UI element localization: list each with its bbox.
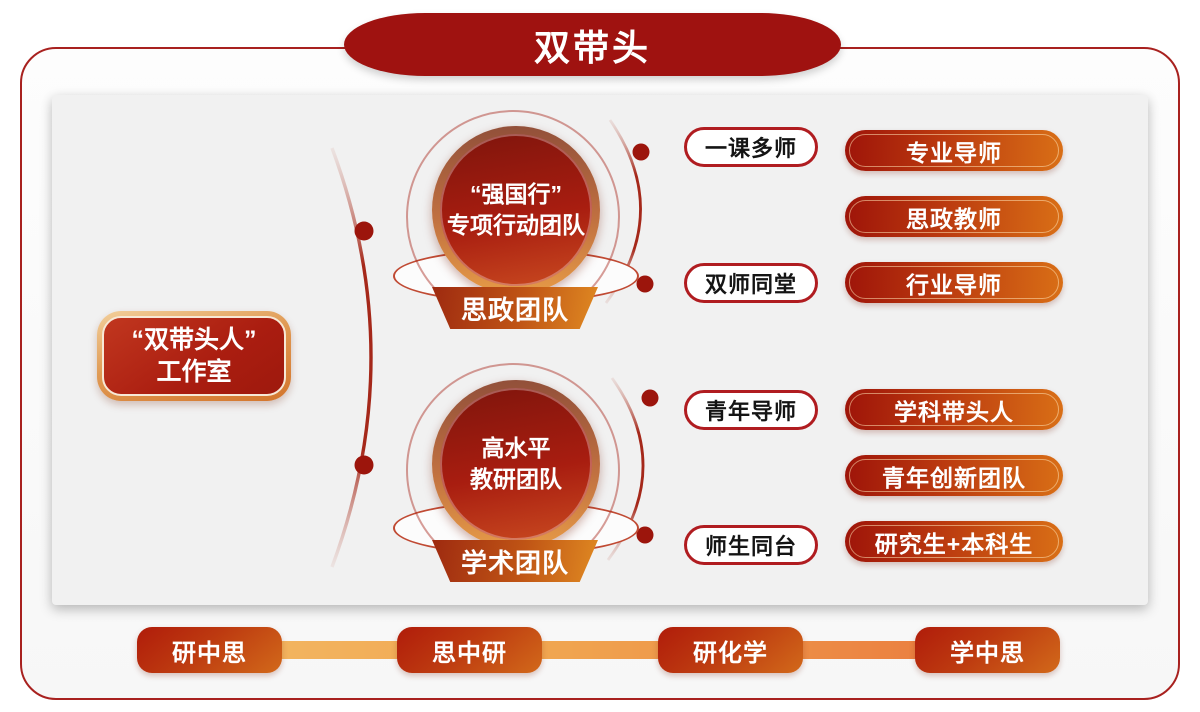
flow-box-label: 研化学 (693, 639, 768, 667)
team-name-line: 专项行动团队 (447, 212, 585, 238)
role-pill-3: 行业导师 (845, 262, 1063, 303)
role-pill-5: 青年创新团队 (845, 455, 1063, 496)
role-pill-label: 研究生+本科生 (874, 530, 1034, 557)
page-title: 双带头 (533, 26, 651, 68)
role-pill-label: 行业导师 (906, 271, 1002, 298)
mode-pill-label: 青年导师 (704, 399, 797, 424)
role-pill-label: 学科带头人 (894, 398, 1014, 425)
mode-pill-2: 双师同堂 (684, 263, 818, 303)
team-circle-sizheng: “强国行” 专项行动团队 (432, 126, 600, 294)
flow-connector-line (205, 641, 985, 659)
flow-box-2: 思中研 (397, 627, 542, 673)
studio-box-face: “双带头人” 工作室 (102, 316, 286, 396)
team-tag-xueshu: 学术团队 (432, 540, 598, 582)
role-pill-1: 专业导师 (845, 130, 1063, 171)
team-tag-label: 学术团队 (460, 547, 569, 578)
role-pill-4: 学科带头人 (845, 389, 1063, 430)
studio-line: 工作室 (156, 358, 232, 386)
flow-box-1: 研中思 (137, 627, 282, 673)
mode-pill-label: 一课多师 (704, 136, 797, 161)
role-pill-2: 思政教师 (845, 196, 1063, 237)
flow-box-4: 学中思 (915, 627, 1060, 673)
studio-line: “双带头人” (131, 325, 257, 354)
team-circle-xueshu: 高水平 教研团队 (432, 380, 600, 548)
flow-box-3: 研化学 (658, 627, 803, 673)
role-pill-label: 专业导师 (906, 139, 1002, 166)
flow-box-label: 学中思 (950, 639, 1025, 667)
team-tag-sizheng: 思政团队 (432, 287, 598, 329)
team-name-line: 高水平 (481, 434, 551, 461)
mode-pill-4: 师生同台 (684, 525, 818, 565)
mode-pill-label: 师生同台 (704, 534, 797, 559)
studio-box: “双带头人” 工作室 (97, 311, 291, 401)
team-circle-face: “强国行” 专项行动团队 (440, 134, 592, 286)
role-pill-6: 研究生+本科生 (845, 521, 1063, 562)
team-name-line: 教研团队 (470, 466, 562, 492)
mode-pill-1: 一课多师 (684, 127, 818, 167)
flow-box-label: 研中思 (172, 639, 247, 667)
mode-pill-3: 青年导师 (684, 390, 818, 430)
role-pill-label: 思政教师 (906, 205, 1002, 232)
flow-box-label: 思中研 (432, 639, 507, 667)
mode-pill-label: 双师同堂 (704, 272, 797, 297)
role-pill-label: 青年创新团队 (882, 464, 1026, 491)
team-name-line: “强国行” (470, 180, 562, 207)
team-tag-label: 思政团队 (460, 294, 569, 325)
team-circle-face: 高水平 教研团队 (440, 388, 592, 540)
title-banner: 双带头 (344, 13, 841, 76)
